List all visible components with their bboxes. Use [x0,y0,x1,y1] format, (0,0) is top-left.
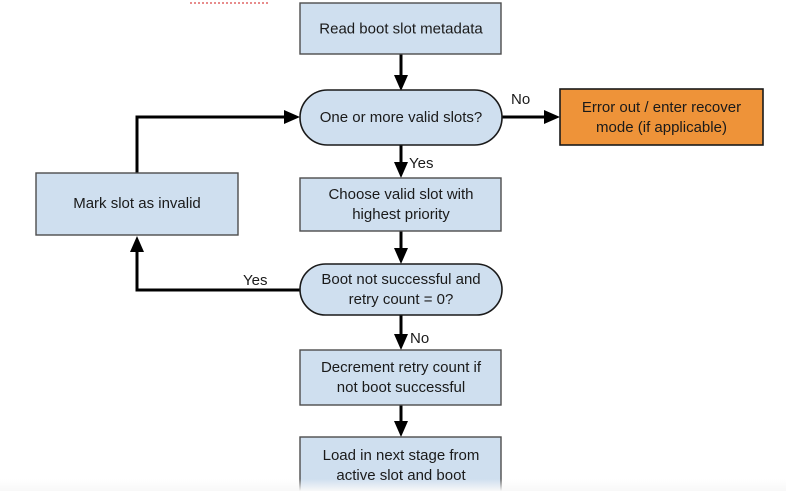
edge-label-no-to-decrement: No [410,330,429,347]
edge-label-no-to-error: No [511,91,530,108]
edge-valid-to-choose [394,145,408,178]
node-one-or-more-valid-slots-label: One or more valid slots? [320,109,483,126]
node-boot-not-successful-line1: Boot not successful and [321,271,480,288]
node-load-next-stage[interactable]: Load in next stage from active slot and … [299,436,502,491]
node-load-next-stage-line1: Load in next stage from [323,447,480,464]
node-choose-valid-slot-line2: highest priority [352,206,450,223]
edge-boot-to-decrement [394,315,408,350]
edge-decrement-to-load [394,405,408,437]
node-one-or-more-valid-slots[interactable]: One or more valid slots? [299,89,503,146]
edge-valid-to-error [502,110,560,124]
node-read-boot-slot-metadata[interactable]: Read boot slot metadata [299,2,502,55]
edge-boot-to-mark-invalid [130,236,300,292]
edge-mark-invalid-to-valid [135,110,300,173]
node-error-out-line1: Error out / enter recover [582,99,741,116]
node-decrement-retry-count-line2: not boot successful [337,379,465,396]
node-error-out-enter-recover-mode[interactable]: Error out / enter recover mode (if appli… [559,88,764,146]
node-mark-slot-as-invalid-label: Mark slot as invalid [73,195,201,212]
node-mark-slot-as-invalid[interactable]: Mark slot as invalid [35,172,239,236]
node-decrement-retry-count-line1: Decrement retry count if [321,359,482,376]
node-error-out-line2: mode (if applicable) [596,119,727,136]
edge-read-to-valid [394,54,408,91]
node-choose-valid-slot-line1: Choose valid slot with [328,186,473,203]
node-choose-valid-slot[interactable]: Choose valid slot with highest priority [299,177,502,232]
node-read-boot-slot-metadata-label: Read boot slot metadata [319,20,483,37]
edge-label-yes-to-choose: Yes [409,155,433,172]
node-boot-not-successful[interactable]: Boot not successful and retry count = 0? [299,263,503,316]
edge-label-yes-to-mark-invalid: Yes [243,272,267,289]
node-decrement-retry-count[interactable]: Decrement retry count if not boot succes… [299,349,502,406]
edge-choose-to-boot [394,231,408,264]
node-boot-not-successful-line2: retry count = 0? [349,291,454,308]
node-load-next-stage-line2: active slot and boot [336,467,466,484]
